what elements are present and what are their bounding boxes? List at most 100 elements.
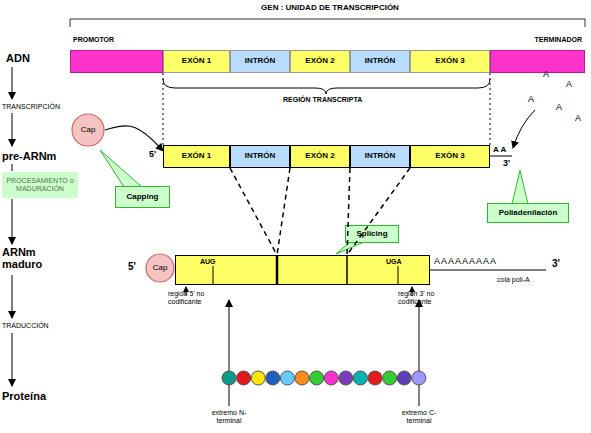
- text-label: A: [528, 95, 534, 105]
- gene-bracket: [70, 19, 585, 27]
- intron-box: INTRÓN: [350, 50, 410, 73]
- text-label: AAAAAAAAA: [434, 257, 497, 267]
- promoter-region-text: PROMOTOR: [73, 36, 114, 44]
- flow-arrow: [12, 275, 13, 318]
- cap-shape: [72, 114, 104, 146]
- callout-box: Poliadenilación: [487, 203, 569, 223]
- flow-arrow: [12, 164, 13, 171]
- text-label: TRANSCRIPCIÓN: [2, 103, 60, 111]
- text-label: A A: [493, 146, 506, 155]
- text-label: 3': [503, 159, 510, 169]
- callout-tail: [336, 242, 364, 254]
- flow-arrow: [12, 113, 13, 146]
- text-label: A: [556, 103, 562, 113]
- exon-box: EXÓN 2: [290, 50, 350, 73]
- text-label: 3': [552, 258, 560, 269]
- amino-acid: [383, 371, 397, 385]
- text-label: pre-ARNm: [2, 150, 56, 162]
- amino-acid: [339, 371, 353, 385]
- flow-arrow: [12, 333, 13, 386]
- exon-box-text: EXÓN 2: [305, 57, 334, 66]
- amino-acid: [412, 371, 426, 385]
- amino-acid: [353, 371, 367, 385]
- poly-a-line: [430, 270, 546, 271]
- text-label: extremo N-terminal: [205, 409, 253, 424]
- text-label: ADN: [6, 52, 30, 64]
- callout-box-text: Poliadenilación: [499, 209, 558, 218]
- callout-box: Splicing: [345, 225, 399, 243]
- text-label: A: [575, 114, 581, 124]
- text-label: región 3' no codificante: [398, 290, 460, 305]
- dotted-guide-line: [163, 73, 164, 145]
- amino-acid: [222, 371, 236, 385]
- flow-arrow: [12, 199, 13, 244]
- amino-acid: [237, 371, 251, 385]
- callout-box-text: Splicing: [356, 230, 387, 239]
- exon-box-text: EXÓN 3: [435, 57, 464, 66]
- diagram-title: GEN : UNIDAD DE TRANSCRIPCIÓN: [180, 4, 480, 13]
- region-brace: [163, 79, 490, 94]
- exon-box-text: EXÓN 1: [182, 57, 211, 66]
- mature-mrna-bar: AUG UGA: [175, 255, 430, 285]
- process-highlight-text: PROCESAMIENTO o MADURACIÓN: [2, 177, 78, 192]
- terminal-pointer: [419, 300, 420, 406]
- intron-box-text: INTRÓN: [245, 152, 276, 161]
- text-label: A: [543, 70, 549, 80]
- intron-box-text: INTRÓN: [365, 57, 396, 66]
- polya-arrow: [513, 110, 535, 148]
- cap-arrow: [105, 126, 163, 151]
- text-label: región 5' no codificante: [168, 290, 228, 305]
- cap-circle: Cap: [71, 113, 105, 147]
- cap-circle-text: Cap: [81, 126, 96, 135]
- flow-arrow: [12, 67, 13, 99]
- intron-box-text: INTRÓN: [365, 152, 396, 161]
- amino-acid: [266, 371, 280, 385]
- callout-box-text: Capping: [127, 193, 159, 202]
- callout-tail: [100, 150, 142, 187]
- terminator-region: TERMINADOR: [490, 50, 585, 73]
- splice-dashed-line: [277, 168, 290, 255]
- protein-chain: [222, 371, 426, 385]
- amino-acid: [397, 371, 411, 385]
- callout-box: Capping: [115, 186, 170, 208]
- text-label: Proteína: [2, 390, 46, 402]
- intron-box: INTRÓN: [350, 145, 410, 168]
- cap-shape: [146, 254, 174, 282]
- process-highlight: PROCESAMIENTO o MADURACIÓN: [2, 172, 78, 198]
- text-label: REGIÓN TRANSCRIPTA: [283, 96, 362, 104]
- amino-acid: [310, 371, 324, 385]
- exon-box: EXÓN 3: [410, 50, 490, 73]
- amino-acid: [251, 371, 265, 385]
- exon-box-text: EXÓN 3: [435, 152, 464, 161]
- text-label: ARNm maduro: [2, 246, 50, 270]
- amino-acid: [295, 371, 309, 385]
- promoter-region: PROMOTOR: [70, 50, 163, 73]
- cap-circle: Cap: [145, 253, 175, 283]
- intron-box: INTRÓN: [230, 50, 290, 73]
- amino-acid: [324, 371, 338, 385]
- text-label: TRADUCCIÓN: [2, 322, 49, 330]
- text-label: A: [566, 80, 572, 90]
- text-label: extremo C-terminal: [395, 409, 443, 424]
- mature-mrna-bar-text: UGA: [386, 258, 402, 266]
- mature-mrna-bar-text: AUG: [200, 258, 216, 266]
- exon-box: EXÓN 1: [163, 50, 230, 73]
- amino-acid: [368, 371, 382, 385]
- exon-box: EXÓN 2: [290, 145, 350, 168]
- intron-box-text: INTRÓN: [245, 57, 276, 66]
- exon-box-text: EXÓN 1: [182, 152, 211, 161]
- pre-mrna-tail: [490, 156, 512, 157]
- exon-box: EXÓN 1: [163, 145, 230, 168]
- text-label: 5': [128, 261, 136, 272]
- intron-box: INTRÓN: [230, 145, 290, 168]
- callout-tail: [512, 170, 528, 204]
- text-label: cola poli-A: [497, 276, 530, 284]
- text-label: 5': [149, 150, 156, 160]
- terminal-pointer: [229, 300, 230, 406]
- terminator-region-text: TERMINADOR: [535, 36, 582, 44]
- exon-box: EXÓN 3: [410, 145, 490, 168]
- splice-dashed-line: [230, 168, 277, 255]
- cap-circle-text: Cap: [153, 264, 168, 273]
- exon-box-text: EXÓN 2: [305, 152, 334, 161]
